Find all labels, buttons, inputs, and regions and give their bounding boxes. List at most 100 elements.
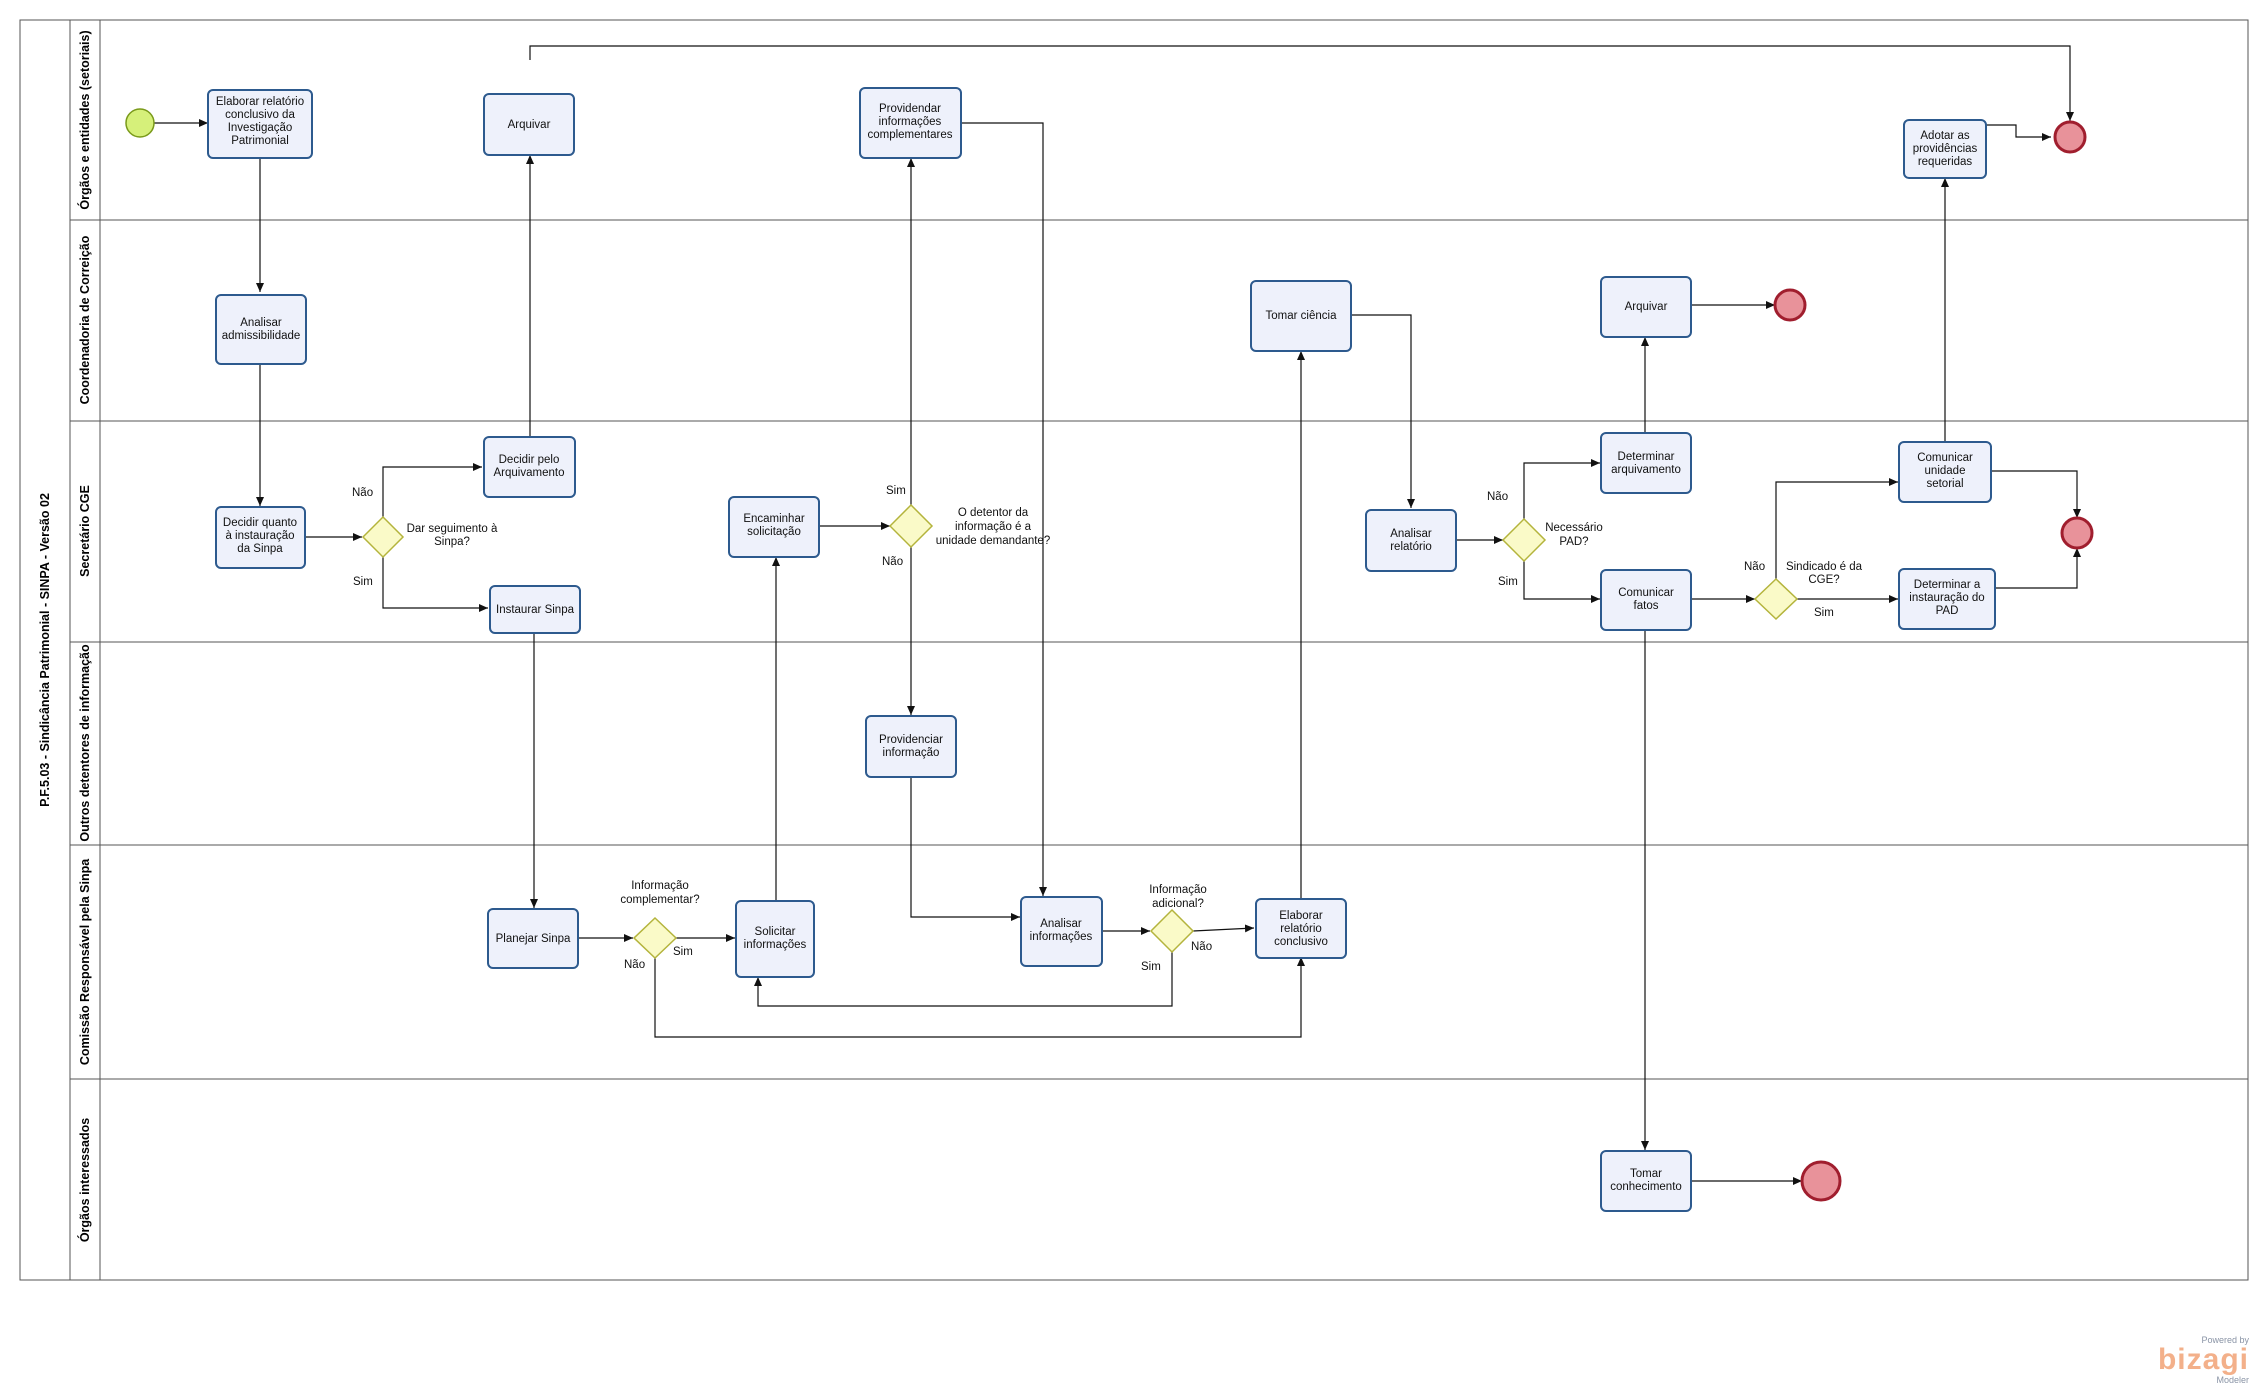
task-planejar-sinpa[interactable]: Planejar Sinpa xyxy=(487,908,579,969)
gateway-necessario-pad[interactable] xyxy=(1501,517,1547,563)
lane-label-comissao: Comissão Responsável pela Sinpa xyxy=(78,858,92,1065)
flow-label-g6-nao: Não xyxy=(1191,941,1212,953)
end-event-interessados[interactable] xyxy=(1800,1160,1842,1202)
lane-label-secretario: Secretário CGE xyxy=(78,485,92,577)
flow-t16-end3 xyxy=(1996,548,2081,589)
flow-t2-end1 xyxy=(529,45,2074,121)
flow-g1-t9 xyxy=(382,463,482,517)
task-arquivar-orgaos[interactable]: Arquivar xyxy=(483,93,575,156)
gateway-informacao-adicional[interactable] xyxy=(1149,908,1195,954)
flow-label-g3-nao: Não xyxy=(1487,491,1508,503)
flow-label-g5-sim: Sim xyxy=(673,946,693,958)
flow-g5-t21 xyxy=(654,957,1305,1038)
flow-t17-t20 xyxy=(910,777,1020,921)
flow-g6-t21 xyxy=(1192,924,1255,933)
flow-g3-t14 xyxy=(1523,561,1600,603)
task-instaurar-sinpa[interactable]: Instaurar Sinpa xyxy=(489,585,581,634)
svg-text:Arquivar: Arquivar xyxy=(508,119,551,131)
flow-t15-end3 xyxy=(1992,470,2081,518)
flow-label-g1-sim: Sim xyxy=(353,576,373,588)
lane-label-coordenadoria: Coordenadoria de Correição xyxy=(78,235,92,404)
powered-by-text: Powered by xyxy=(2201,1335,2249,1345)
bizagi-wordmark: bizagi xyxy=(2157,1343,2249,1376)
svg-text:Arquivar: Arquivar xyxy=(1625,301,1668,313)
gateway-dar-seguimento[interactable] xyxy=(361,515,405,559)
end-event-secretario[interactable] xyxy=(2060,516,2094,550)
flow-t4-end1 xyxy=(1986,124,2051,141)
flow-label-g1-nao: Não xyxy=(352,487,373,499)
pool-title: P.F.5.03 - Sindicância Patrimonial - SIN… xyxy=(38,493,52,807)
flow-label-g2-sim: Sim xyxy=(886,485,906,497)
flow-label-g5-nao: Não xyxy=(624,959,645,971)
pool-frame xyxy=(19,19,2249,1281)
flow-t6-t12 xyxy=(1350,314,1415,508)
end-event-orgaos[interactable] xyxy=(2053,120,2087,154)
gateway-detentor-informacao[interactable] xyxy=(888,503,934,549)
svg-text:Instaurar Sinpa: Instaurar Sinpa xyxy=(496,604,575,616)
modeler-text: Modeler xyxy=(2216,1375,2249,1385)
flow-label-g4-sim: Sim xyxy=(1814,607,1834,619)
lane-label-orgaos: Órgãos e entidades (setoriais) xyxy=(77,30,92,209)
start-event[interactable] xyxy=(125,108,155,138)
lane-label-interessados: Órgãos interessados xyxy=(77,1118,92,1242)
svg-text:Tomar ciência: Tomar ciência xyxy=(1266,310,1338,322)
flow-g4-t15 xyxy=(1775,478,1898,579)
flow-g3-t13 xyxy=(1523,459,1600,519)
flow-g6-t19 xyxy=(754,952,1173,1007)
flow-g1-t10 xyxy=(382,557,488,612)
task-arquivar-coordenadoria[interactable]: Arquivar xyxy=(1600,276,1692,338)
flow-label-g2-nao: Não xyxy=(882,556,903,568)
sequence-flows xyxy=(154,45,2081,1185)
gateway-informacao-complementar[interactable] xyxy=(632,916,678,960)
gateway-sindicado-cge[interactable] xyxy=(1753,577,1799,621)
flow-label-g6-sim: Sim xyxy=(1141,961,1161,973)
flow-label-g3-sim: Sim xyxy=(1498,576,1518,588)
task-tomar-ciencia[interactable]: Tomar ciência xyxy=(1250,280,1352,352)
bizagi-logo: Powered by bizagi Modeler xyxy=(2158,1335,2249,1385)
end-event-coordenadoria[interactable] xyxy=(1773,288,1807,322)
flow-t3-t20 xyxy=(960,122,1047,896)
flow-label-g4-nao: Não xyxy=(1744,561,1765,573)
